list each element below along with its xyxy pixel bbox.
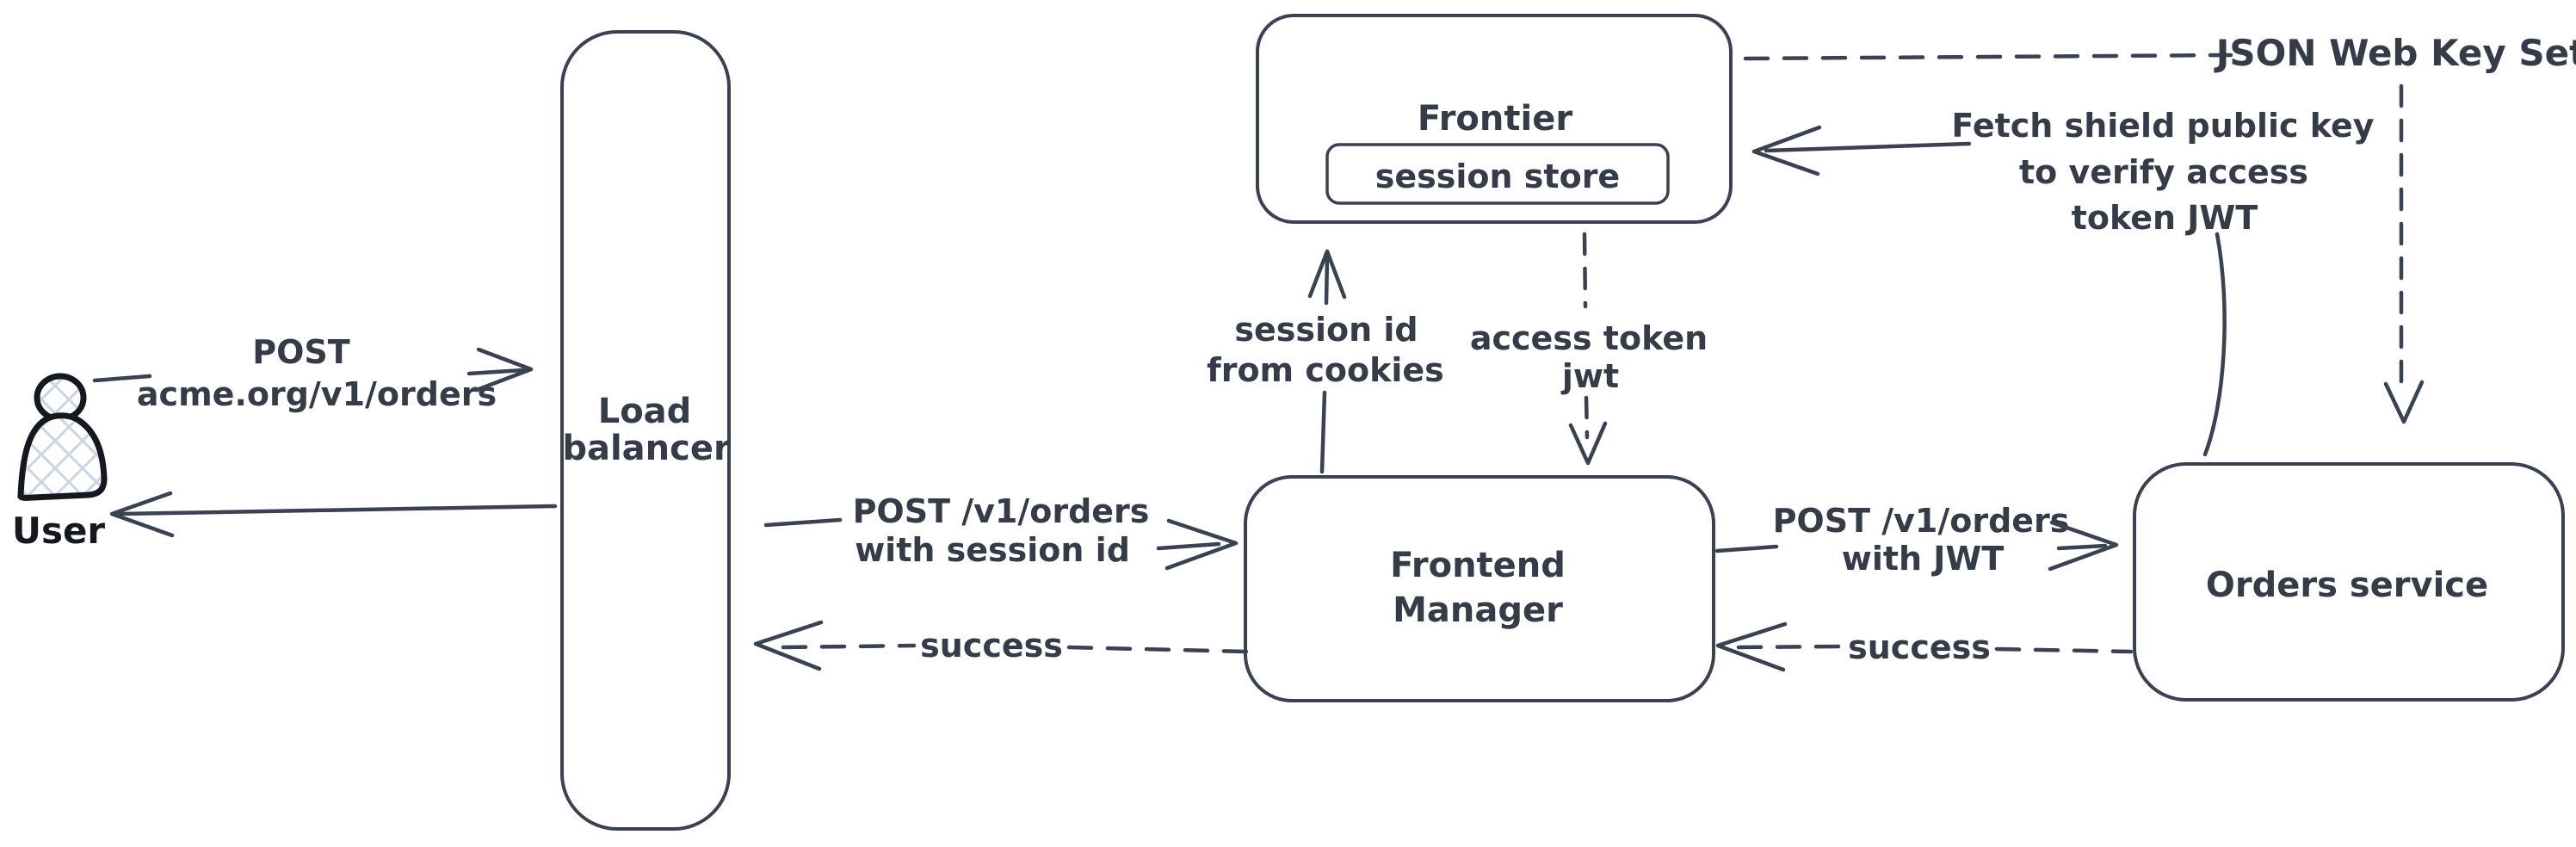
edge-fm-to-orders-label-line2: with JWT [1842, 540, 2005, 578]
edge-lb-to-fm-label-line2: with session id [855, 531, 1130, 569]
arrowhead-up-icon [1307, 249, 1347, 300]
orders-service-box [2133, 462, 2565, 702]
frontier-node: Frontier session store [1256, 14, 1733, 224]
user-label: User [12, 510, 106, 552]
edge-frontier-to-fm-dash-lower [1584, 395, 1590, 440]
edge-fm-to-frontier: session id from cookies [1207, 249, 1444, 474]
edge-user-to-lb-label-line1: POST [252, 333, 350, 371]
frontier-box [1256, 14, 1733, 224]
edge-fm-to-frontier-label-line1: session id [1234, 311, 1418, 349]
arrowhead-right-icon [474, 347, 534, 393]
load-balancer-box [560, 30, 731, 831]
edge-frontier-to-fm: access token jwt [1470, 232, 1708, 466]
edge-user-to-lb: POST acme.org/v1/orders [92, 333, 534, 413]
session-store-label: session store [1375, 158, 1620, 195]
edge-lb-to-user-line [118, 504, 558, 516]
edge-fm-to-lb-label: success [920, 627, 1063, 665]
jwks-label: JSON Web Key Set [2214, 32, 2576, 74]
user-node: User [12, 373, 108, 552]
arrowhead-left-icon [753, 620, 824, 671]
edge-frontier-to-fm-label-line2: jwt [1560, 357, 1619, 395]
edge-orders-to-fm-label: success [1848, 628, 1991, 666]
edge-lb-to-fm: POST /v1/orders with session id [763, 492, 1239, 571]
edge-orders-to-fm-dash-1 [1736, 644, 1846, 650]
edge-orders-to-frontier-segment [1764, 141, 1972, 153]
orders-service-label: Orders service [2206, 566, 2488, 605]
edge-fm-to-lb-dash-2 [1066, 645, 1251, 654]
edge-orders-to-frontier-label-line2: to verify access [2019, 153, 2308, 191]
arrowhead-right-icon [2048, 520, 2119, 572]
frontier-label: Frontier [1418, 99, 1572, 139]
edge-frontier-to-fm-label-line1: access token [1470, 319, 1708, 357]
edge-fm-to-orders-label-line1: POST /v1/orders [1773, 502, 2070, 540]
edge-orders-to-frontier-label-line1: Fetch shield public key [1951, 107, 2374, 145]
edge-orders-to-frontier-label-line3: token JWT [2072, 199, 2258, 237]
edge-fm-to-frontier-segment-lower [1319, 390, 1327, 474]
load-balancer-label-line2: balancer [562, 429, 731, 468]
arrowhead-left-icon [1751, 125, 1822, 176]
arrowhead-left-icon [109, 491, 175, 538]
arrowhead-right-icon [1164, 518, 1239, 571]
arrowhead-down-icon [2383, 380, 2425, 424]
jwks-annotation: JSON Web Key Set [1743, 32, 2576, 424]
frontend-manager-node: Frontend Manager [1244, 475, 1715, 702]
arrowhead-down-icon [1568, 421, 1608, 466]
edge-frontier-to-jwks-dash [1743, 53, 2233, 61]
edge-orders-to-frontier: Fetch shield public key to verify access… [1751, 107, 2375, 457]
arrowhead-left-icon [1715, 621, 1788, 672]
edge-orders-to-fm-dash-2 [1994, 646, 2134, 654]
edge-lb-to-fm-segment-2 [1156, 541, 1221, 551]
edge-orders-to-frontier-curve [2202, 232, 2227, 457]
frontend-manager-label-line2: Manager [1393, 590, 1563, 630]
edge-fm-to-lb-success: success [753, 620, 1251, 671]
orders-service-node: Orders service [2133, 462, 2565, 702]
edge-fm-to-lb-dash-1 [781, 643, 917, 650]
edge-fm-to-frontier-label-line2: from cookies [1207, 351, 1444, 389]
frontend-manager-box [1244, 475, 1715, 702]
edge-fm-to-orders: POST /v1/orders with JWT [1714, 502, 2119, 578]
edge-orders-to-fm-success: success [1715, 621, 2134, 672]
load-balancer-label-line1: Load [598, 392, 692, 431]
edge-lb-to-fm-label-line1: POST /v1/orders [853, 492, 1150, 530]
edge-fm-to-orders-segment-2 [2056, 543, 2108, 551]
frontend-manager-label-line1: Frontend [1390, 546, 1566, 585]
edge-user-to-lb-segment-2 [466, 368, 526, 376]
edge-user-to-lb-label-line2: acme.org/v1/orders [137, 375, 497, 413]
load-balancer-node: Load balancer [560, 30, 731, 831]
edge-fm-to-orders-segment-1 [1714, 544, 1779, 553]
edge-fm-to-frontier-segment-upper [1324, 256, 1330, 306]
user-body-icon [17, 412, 108, 501]
edge-lb-to-fm-segment-1 [763, 517, 843, 528]
edge-lb-to-user [109, 491, 558, 538]
edge-user-to-lb-segment-1 [92, 374, 152, 383]
session-store-box [1325, 143, 1670, 205]
